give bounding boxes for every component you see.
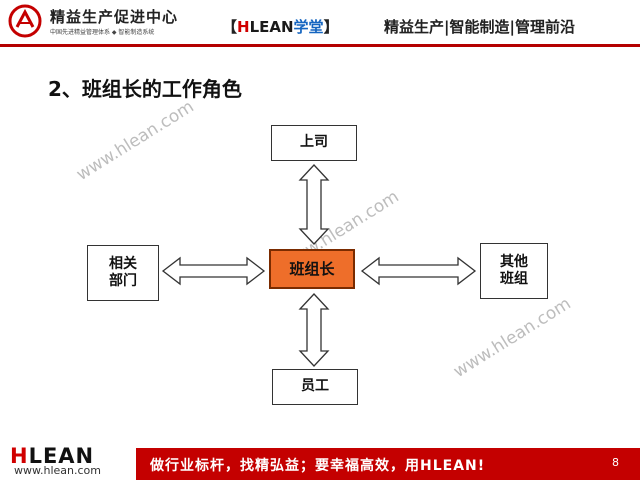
brand-subtitle: 中国先进精益管理体系 ◆ 智能制造系统	[50, 29, 155, 36]
title-lean: LEAN	[249, 18, 294, 36]
footer-logo-lean: LEAN	[28, 444, 95, 468]
bracket-left: 【	[222, 18, 238, 36]
arrow-top	[298, 164, 330, 245]
title-xuetang: 学堂	[293, 18, 324, 36]
box-employees-label: 员工	[301, 378, 329, 395]
arrow-left	[161, 256, 266, 286]
box-other-teams: 其他 班组	[480, 243, 548, 299]
slide-title: 2、班组长的工作角色	[48, 77, 242, 101]
arrow-right	[360, 256, 477, 286]
box-superior-label: 上司	[300, 134, 328, 151]
brand-title: 精益生产促进中心	[50, 8, 179, 26]
logo-mark-icon	[8, 4, 42, 38]
footer-bar	[136, 448, 640, 480]
center-title: 【HLEAN学堂】	[222, 16, 339, 37]
box-superior: 上司	[271, 125, 357, 161]
arrow-bottom	[298, 293, 330, 367]
footer-url: www.hlean.com	[14, 464, 101, 477]
box-related-departments-label: 相关 部门	[109, 255, 137, 290]
page-number: 8	[612, 456, 619, 469]
footer-logo-h: H	[10, 444, 29, 468]
box-team-leader-label: 班组长	[289, 259, 335, 278]
footer-slogan: 做行业标杆，找精弘益；要幸福高效，用HLEAN!	[150, 458, 486, 474]
box-team-leader: 班组长	[269, 249, 355, 289]
box-other-teams-label: 其他 班组	[500, 253, 528, 288]
title-h: H	[237, 18, 250, 36]
header-divider	[0, 44, 640, 47]
box-employees: 员工	[272, 369, 358, 405]
box-related-departments: 相关 部门	[87, 245, 159, 301]
header-slogan: 精益生产|智能制造|管理前沿	[384, 18, 575, 36]
footer-logo: HLEAN	[10, 444, 94, 468]
bracket-right: 】	[323, 18, 339, 36]
